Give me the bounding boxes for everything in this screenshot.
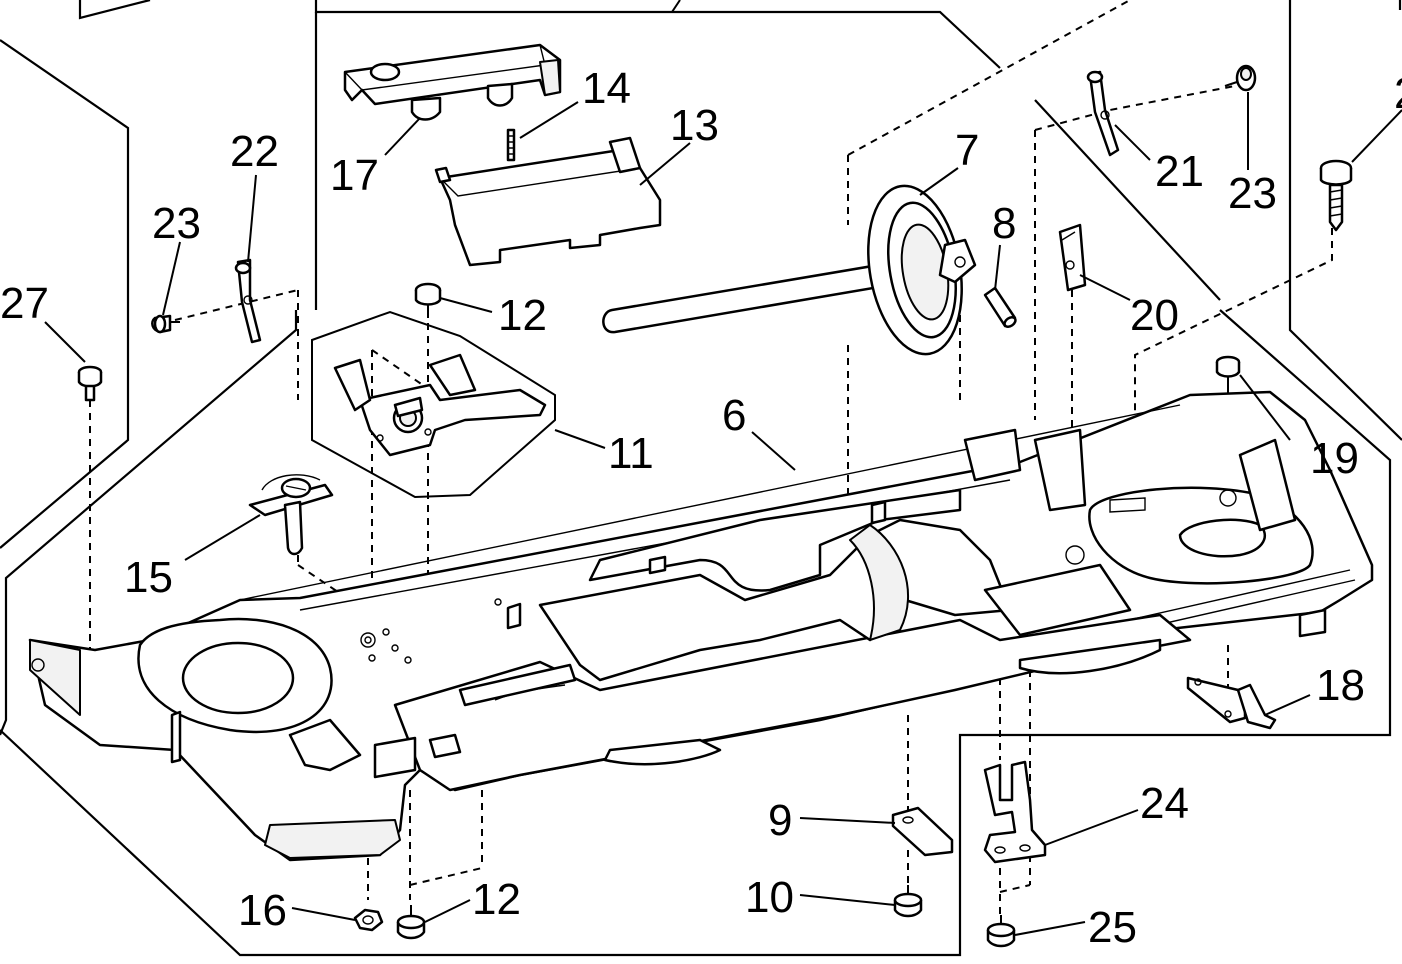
label-part-18: 18 — [1316, 661, 1365, 710]
pin-part-8 — [983, 286, 1017, 329]
label-part-23-left: 23 — [152, 199, 201, 248]
label-part-edge: 2 — [1394, 69, 1402, 118]
plate-part-9 — [891, 806, 954, 857]
foot-part-12-bottom — [396, 905, 426, 940]
screw-part-27 — [77, 365, 103, 402]
plate-part-20 — [1058, 223, 1087, 292]
screw-part-12-top — [414, 282, 442, 318]
label-part-15: 15 — [124, 553, 173, 602]
bracket-part-13 — [434, 136, 662, 267]
wheel-shaft-part-7 — [602, 184, 977, 356]
label-part-22: 22 — [230, 127, 279, 176]
label-part-11: 11 — [608, 429, 654, 478]
knob-part-23-left — [151, 314, 180, 334]
lever-part-22 — [234, 258, 262, 344]
label-part-12-top: 12 — [498, 291, 547, 340]
bracket-part-18 — [1186, 676, 1277, 730]
knob-part-23-right — [1224, 64, 1257, 92]
pin-part-14 — [506, 128, 516, 162]
label-part-12-bottom: 12 — [472, 875, 521, 924]
label-part-13: 13 — [670, 101, 719, 150]
label-part-8: 8 — [992, 199, 1016, 248]
label-part-6: 6 — [722, 391, 746, 440]
label-part-17: 17 — [330, 151, 379, 200]
base-plate-part-6 — [28, 390, 1374, 862]
foot-part-10 — [893, 885, 923, 918]
label-part-21: 21 — [1155, 147, 1204, 196]
switch-part-15 — [248, 474, 334, 556]
label-part-16: 16 — [238, 886, 287, 935]
leader-lines — [44, 0, 1402, 936]
label-part-9: 9 — [768, 796, 792, 845]
foot-part-25 — [986, 915, 1016, 948]
lever-part-21 — [1086, 70, 1120, 157]
label-part-24: 24 — [1140, 779, 1189, 828]
label-part-20: 20 — [1130, 291, 1179, 340]
nut-part-16 — [353, 908, 384, 932]
screw-part-19 — [1215, 355, 1241, 388]
label-part-19: 19 — [1310, 434, 1359, 483]
label-part-14: 14 — [582, 64, 631, 113]
bracket-part-24 — [983, 760, 1047, 864]
part-labels: 6 7 8 9 10 11 12 12 13 14 15 16 17 18 19… — [0, 64, 1402, 952]
label-part-7: 7 — [955, 126, 979, 175]
label-part-10: 10 — [745, 873, 794, 922]
label-part-25: 25 — [1088, 903, 1137, 952]
switch-bracket-part-11 — [311, 310, 556, 499]
cover-part-17 — [343, 43, 562, 121]
screw-part-long-right — [1319, 159, 1353, 232]
label-part-27: 27 — [0, 279, 49, 328]
label-part-23-right: 23 — [1228, 169, 1277, 218]
